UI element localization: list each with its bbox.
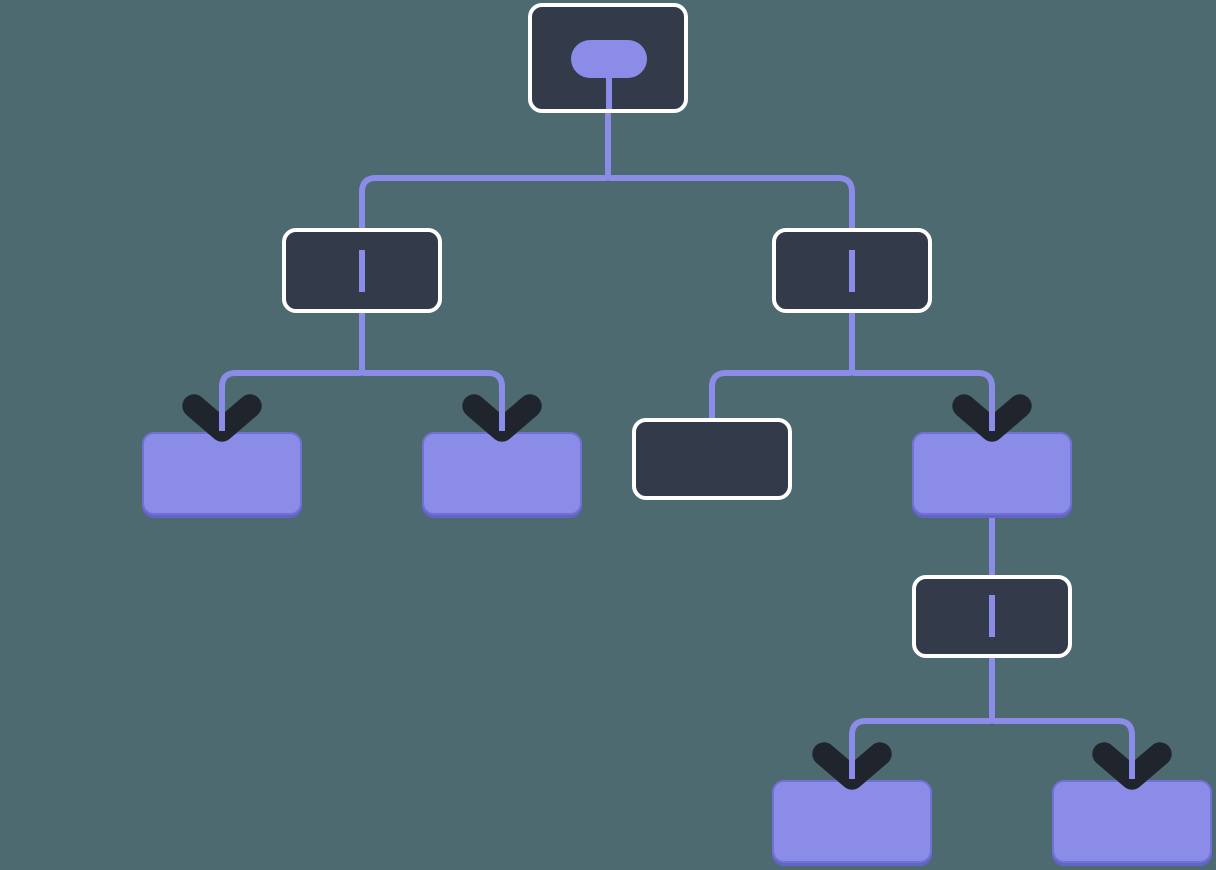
leaf-node-2[interactable]: leaf-node-2 [422, 432, 582, 515]
leaf-node-4[interactable]: leaf-node-4 [772, 780, 932, 863]
sub-branch-node-line-glyph [989, 595, 995, 637]
root-node-stem-glyph [606, 78, 612, 109]
branch-right-node[interactable]: branch-right-node [772, 228, 932, 313]
leaf-node-5[interactable]: leaf-node-5 [1052, 780, 1212, 863]
branch-left-node-line-glyph [359, 250, 365, 292]
empty-dark-node[interactable]: empty-dark-node [632, 418, 792, 500]
leaf-node-1[interactable]: leaf-node-1 [142, 432, 302, 515]
branch-right-node-line-glyph [849, 250, 855, 292]
root-node-pill-glyph [571, 40, 647, 78]
leaf-node-3[interactable]: leaf-node-3 [912, 432, 1072, 515]
